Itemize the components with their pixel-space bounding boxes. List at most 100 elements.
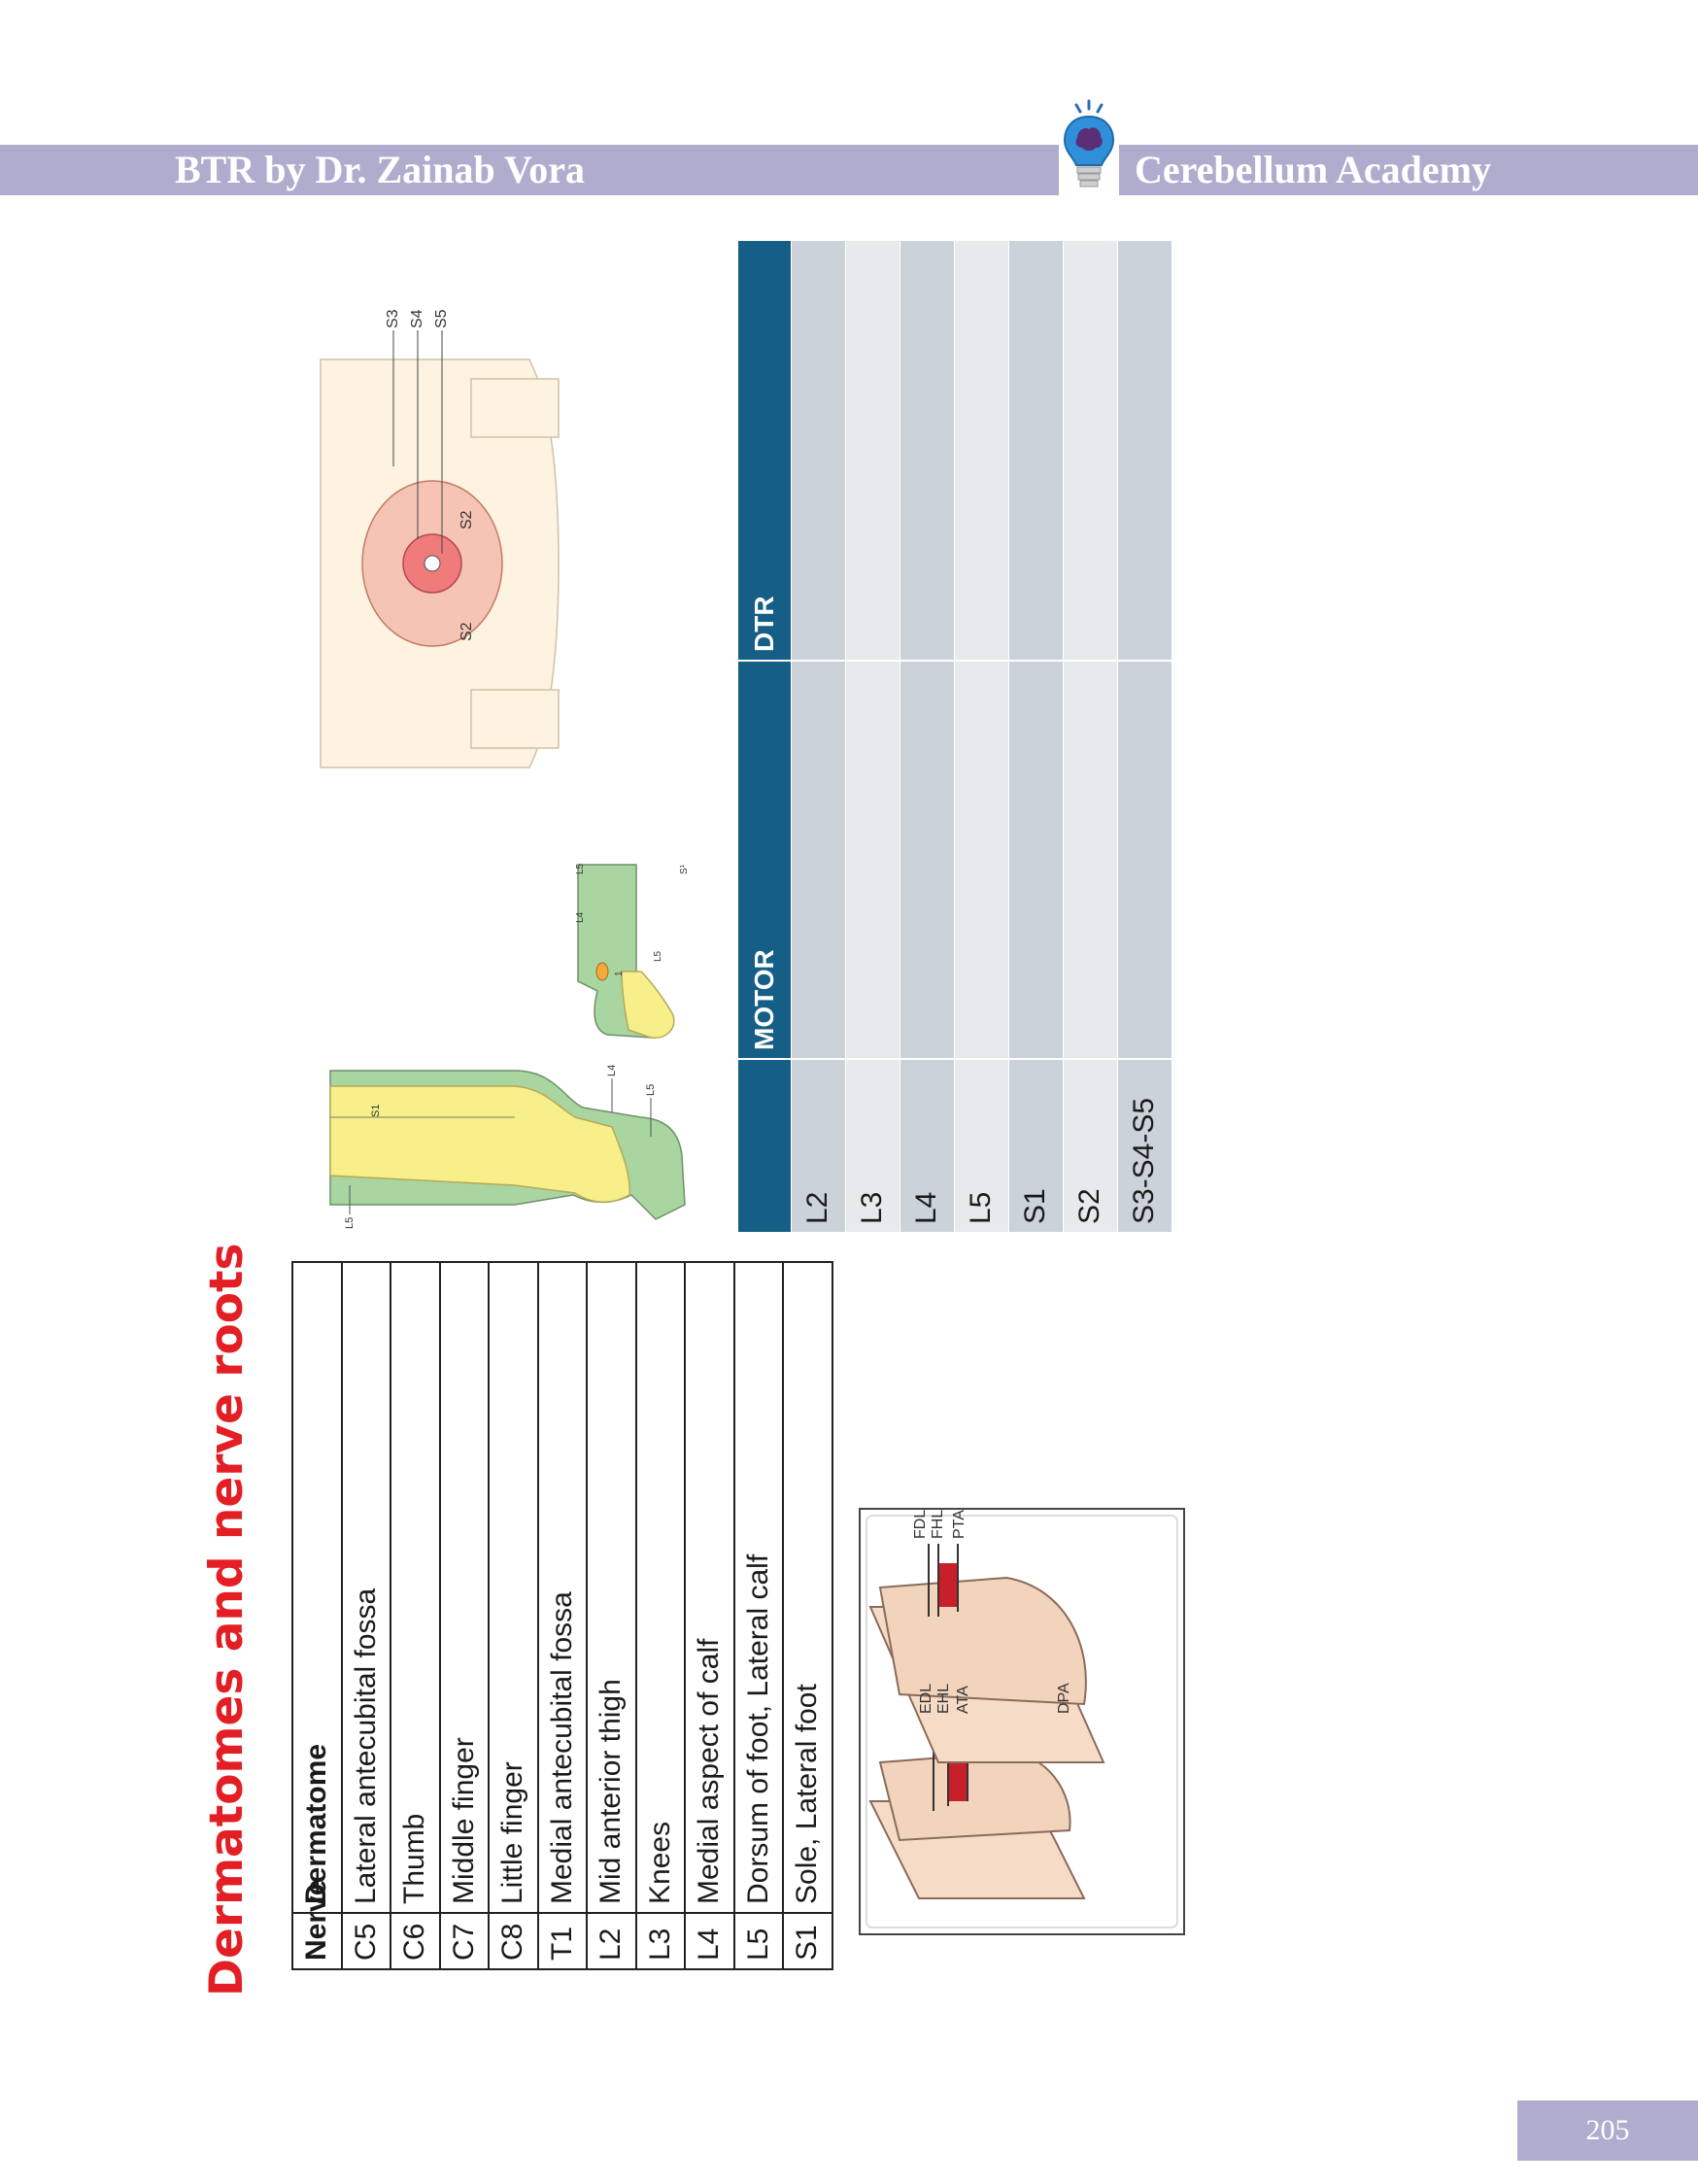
label-l5-foot: L5 bbox=[645, 1084, 657, 1096]
dermatome-cell: Sole, Lateral foot bbox=[783, 1262, 832, 1913]
page-number: 205 bbox=[1517, 2100, 1698, 2161]
nerve-cell: C7 bbox=[439, 1913, 489, 1969]
nerve-cell: L2 bbox=[587, 1913, 636, 1969]
column-header-dtr: DTR bbox=[738, 241, 791, 661]
label-l4-top: L4 bbox=[575, 911, 586, 923]
dtr-cell bbox=[1117, 241, 1172, 661]
column-header-nerve: Nerve bbox=[292, 1880, 342, 1969]
label-l4: L4 bbox=[606, 1065, 618, 1076]
label-s3: S3 bbox=[385, 309, 401, 328]
label-l5-calf: L5 bbox=[344, 1217, 356, 1229]
nerve-cell: C5 bbox=[341, 1913, 391, 1969]
label-fdl: FDL bbox=[912, 1510, 929, 1539]
leg-dermatome-figure: S1 L4 L5 L5 bbox=[321, 1059, 709, 1229]
nerve-cell: S1 bbox=[783, 1913, 832, 1969]
dermatome-cell: Thumb bbox=[391, 1262, 440, 1913]
label-s1-foot: S¹ bbox=[679, 864, 690, 874]
dtr-cell bbox=[1008, 241, 1063, 661]
nerve-cell: T1 bbox=[537, 1913, 587, 1969]
column-header-dermatome: Dermatome bbox=[292, 1262, 342, 1913]
header-left-title: BTR by Dr. Zainab Vora bbox=[175, 148, 585, 191]
motor-dtr-table: MOTOR DTR L2 L3 L4 L5 S1 S2 S3-S4-S5 bbox=[738, 241, 1172, 1232]
root-cell: L3 bbox=[845, 1059, 900, 1232]
table-row: L2 bbox=[791, 241, 845, 1232]
motor-dtr-table-container: MOTOR DTR L2 L3 L4 L5 S1 S2 S3-S4-S5 bbox=[738, 241, 1173, 1232]
motor-cell bbox=[791, 661, 845, 1059]
motor-cell bbox=[900, 661, 954, 1059]
label-s2-upper: S2 bbox=[458, 510, 475, 529]
label-l5-dorsum: L5 bbox=[653, 950, 663, 962]
root-cell: S1 bbox=[1008, 1059, 1063, 1232]
dermatome-cell: Mid anterior thigh bbox=[587, 1262, 636, 1913]
label-l5-top: L5 bbox=[575, 863, 586, 874]
root-cell: S3-S4-S5 bbox=[1117, 1059, 1172, 1232]
motor-cell bbox=[845, 661, 900, 1059]
motor-cell bbox=[1117, 661, 1172, 1059]
table-header-row: MOTOR DTR bbox=[738, 241, 791, 1232]
label-ehl: EHL bbox=[935, 1684, 952, 1714]
label-s1: S1 bbox=[370, 1105, 382, 1117]
label-1: 1 bbox=[614, 971, 625, 976]
table-row: L4 bbox=[900, 241, 954, 1232]
dermatome-cell: Lateral antecubital fossa bbox=[341, 1262, 391, 1913]
dtr-cell bbox=[900, 241, 954, 661]
dermatome-cell: Knees bbox=[635, 1262, 685, 1913]
table-row: L5 bbox=[954, 241, 1008, 1232]
dtr-cell bbox=[1063, 241, 1117, 661]
dermatome-cell: Little finger bbox=[489, 1262, 538, 1913]
label-edl: EDL bbox=[918, 1684, 934, 1714]
label-ata: ATA bbox=[955, 1686, 971, 1714]
header-right-title: Cerebellum Academy bbox=[1135, 148, 1491, 191]
dtr-cell bbox=[954, 241, 1008, 661]
table-row: S2 bbox=[1063, 241, 1117, 1232]
root-cell: L2 bbox=[791, 1059, 845, 1232]
table-header-row: Nerve Dermatome bbox=[292, 1262, 342, 1969]
dermatome-cell: Middle finger bbox=[439, 1262, 489, 1913]
label-s2-lower: S2 bbox=[458, 622, 475, 641]
dtr-cell bbox=[791, 241, 845, 661]
dermatome-cell: Medial aspect of calf bbox=[685, 1262, 734, 1913]
column-header-root bbox=[738, 1059, 791, 1232]
label-fhl: FHL bbox=[930, 1510, 946, 1539]
label-pta: PTA bbox=[951, 1510, 968, 1539]
lightbulb-brain-icon bbox=[1059, 97, 1119, 199]
nerve-cell: L4 bbox=[685, 1913, 734, 1969]
header-bar bbox=[0, 145, 1698, 195]
ankle-pulse-figure: FDL FHL PTA EDL EHL ATA DPA bbox=[859, 1508, 1185, 1935]
nerve-cell: C8 bbox=[489, 1913, 538, 1969]
table-row: S1 bbox=[1008, 241, 1063, 1232]
page-title: Dermatomes and nerve roots bbox=[200, 1243, 254, 1996]
label-s4: S4 bbox=[409, 309, 425, 328]
motor-cell bbox=[1063, 661, 1117, 1059]
dtr-cell bbox=[845, 241, 900, 661]
nerve-cell: C6 bbox=[391, 1913, 440, 1969]
table-row: S3-S4-S5 bbox=[1117, 241, 1172, 1232]
motor-cell bbox=[954, 661, 1008, 1059]
root-cell: L4 bbox=[900, 1059, 954, 1232]
nerve-cell: L5 bbox=[733, 1913, 783, 1969]
dermatome-cell: Dorsum of foot, Lateral calf bbox=[733, 1262, 783, 1913]
foot-dermatome-figure: L5 L4 S¹ L5 1 bbox=[568, 855, 695, 1044]
nerve-cell: L3 bbox=[635, 1913, 685, 1969]
label-s5: S5 bbox=[433, 309, 450, 328]
motor-cell bbox=[1008, 661, 1063, 1059]
dermatome-cell: Medial antecubital fossa bbox=[537, 1262, 587, 1913]
root-cell: S2 bbox=[1063, 1059, 1117, 1232]
column-header-motor: MOTOR bbox=[738, 661, 791, 1059]
table-row: L3 bbox=[845, 241, 900, 1232]
label-dpa: DPA bbox=[1056, 1683, 1072, 1714]
perineum-dermatome-figure: S3 S4 S5 S2 S2 bbox=[316, 309, 568, 806]
root-cell: L5 bbox=[954, 1059, 1008, 1232]
